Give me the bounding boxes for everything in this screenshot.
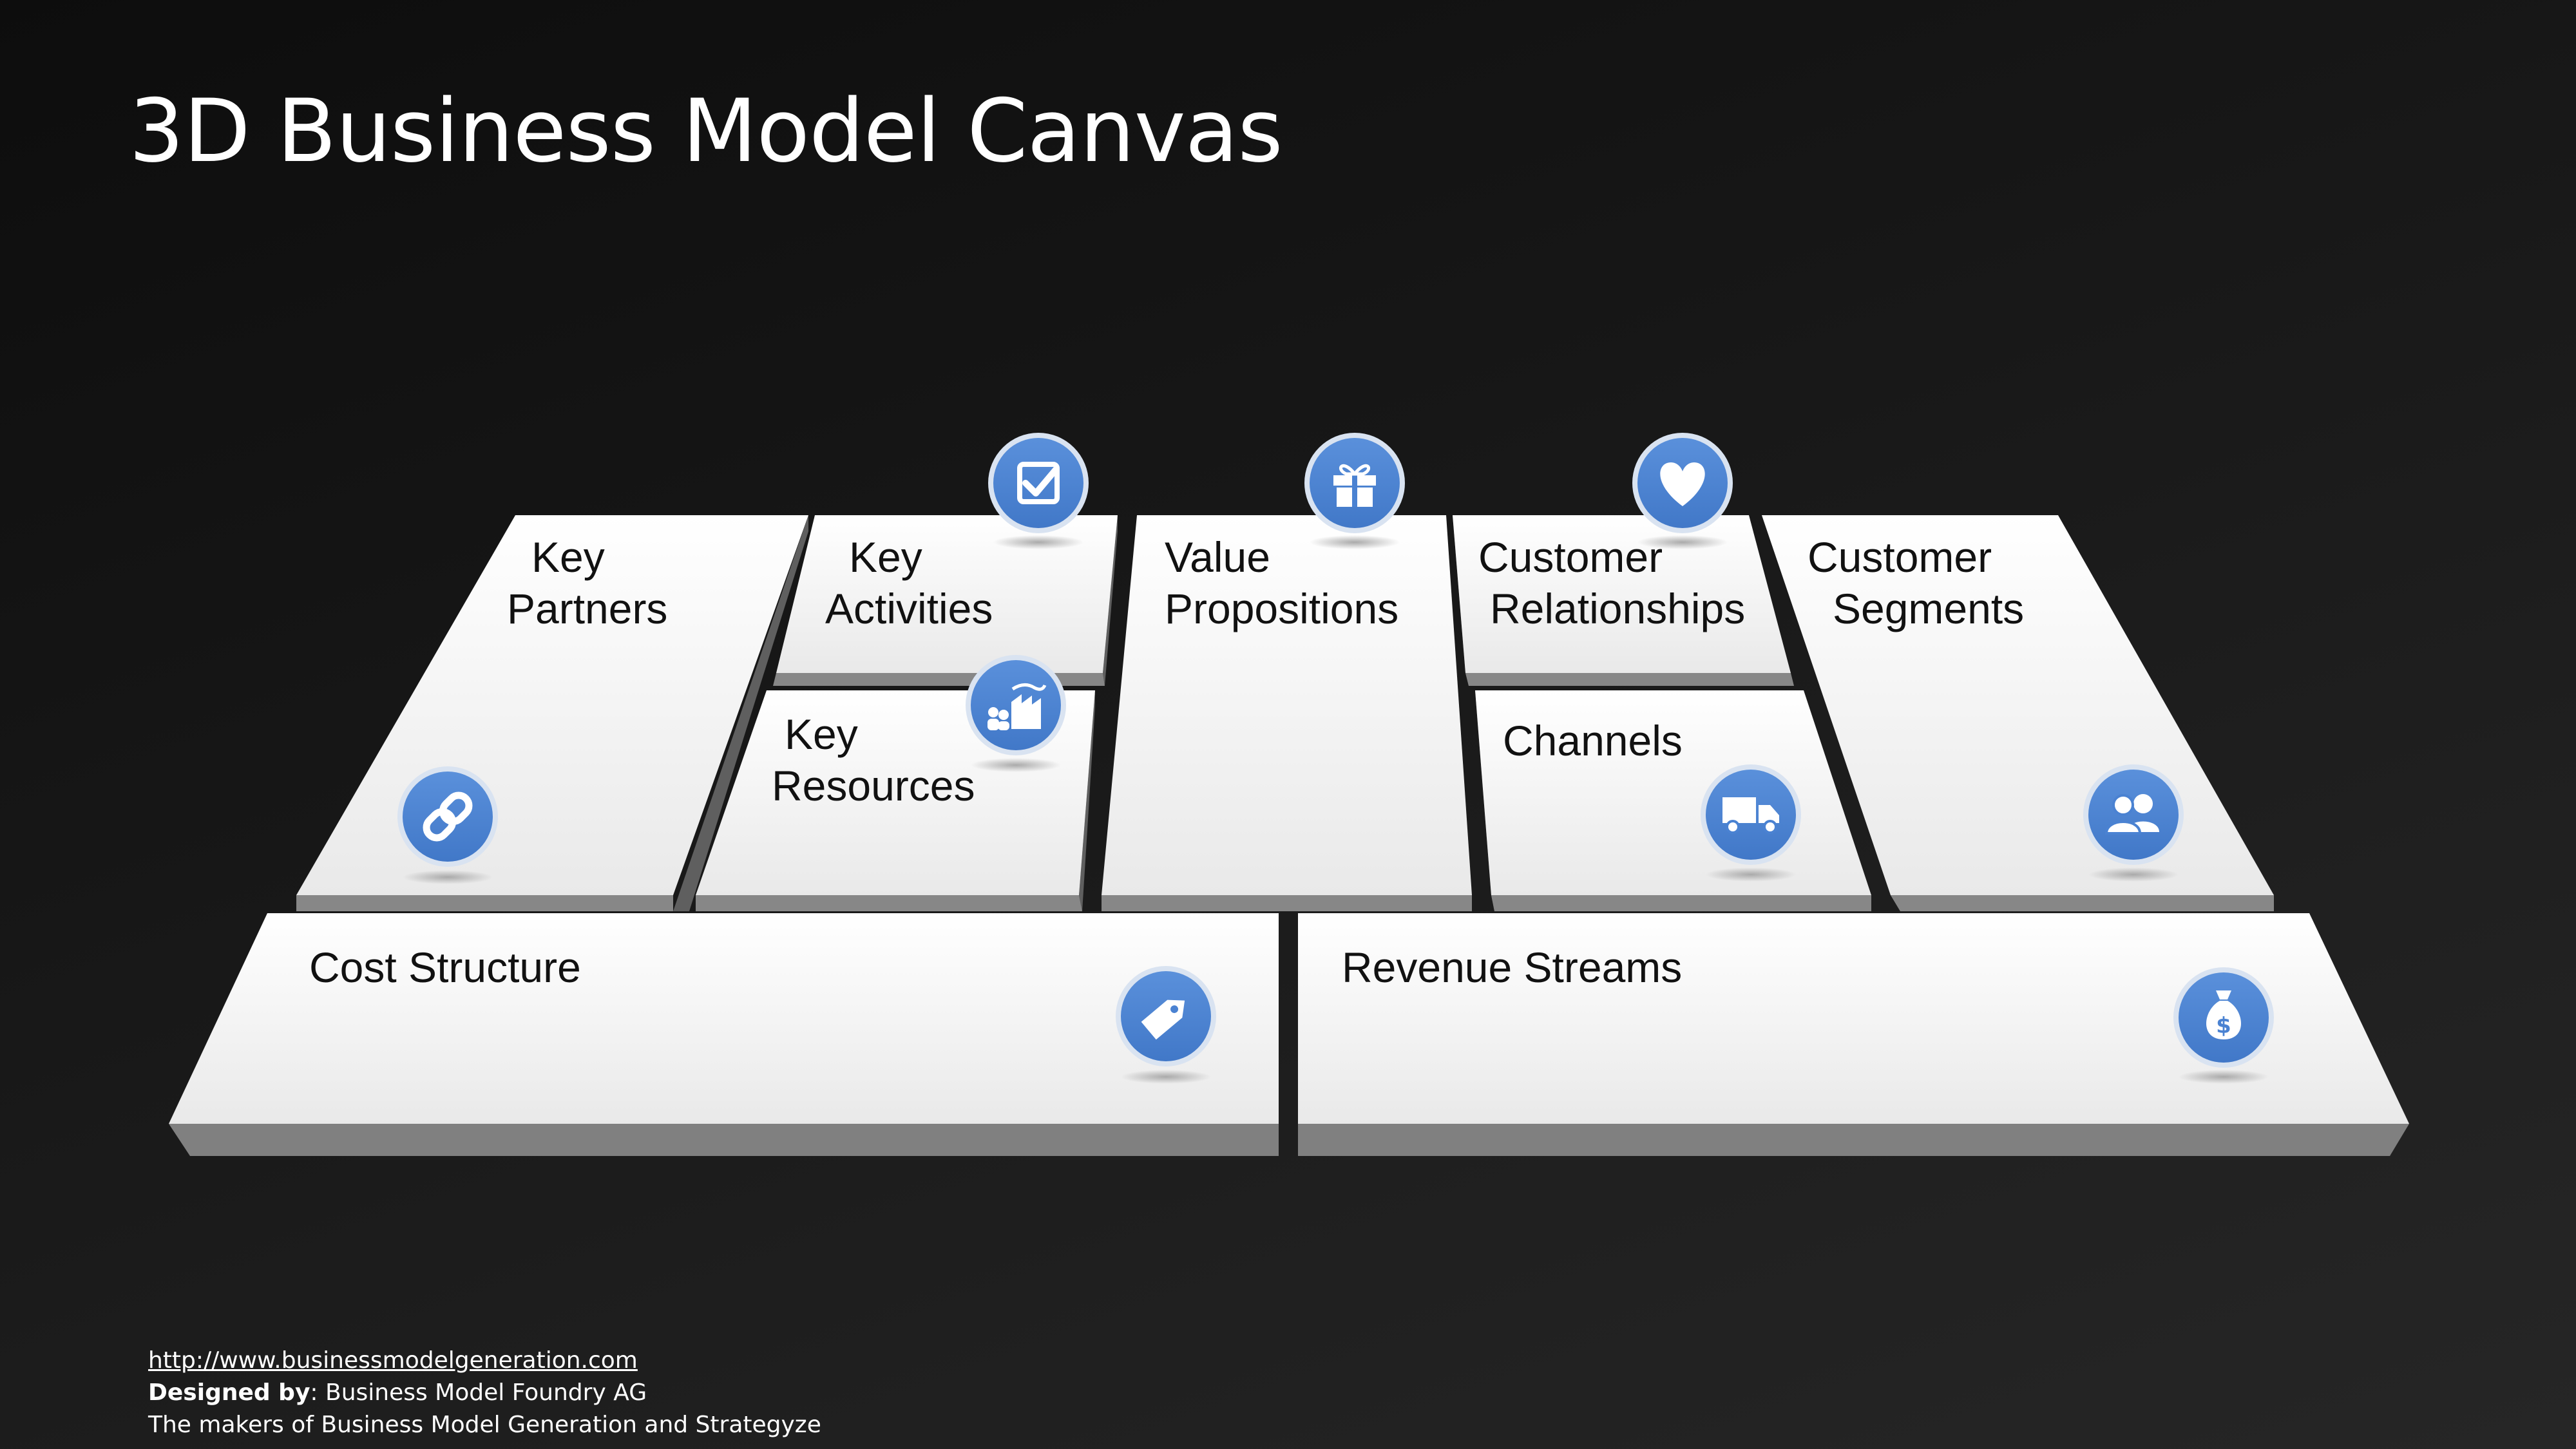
revenue-streams-label: Revenue Streams bbox=[1342, 943, 1682, 991]
key-resources-line2: Resources bbox=[772, 762, 975, 810]
footer-makers: The makers of Business Model Generation … bbox=[148, 1412, 821, 1438]
checkbox-icon bbox=[988, 433, 1089, 549]
heart-icon bbox=[1632, 433, 1733, 549]
customer-segments-line1: Customer bbox=[1808, 533, 1992, 581]
block-value-propositions[interactable]: Value Propositions bbox=[1102, 515, 1472, 911]
truck-icon bbox=[1701, 764, 1801, 882]
svg-text:$: $ bbox=[2216, 1013, 2231, 1039]
key-partners-line1: Key bbox=[531, 533, 605, 581]
cost-structure-label: Cost Structure bbox=[309, 943, 581, 991]
footer: http://www.businessmodelgeneration.com D… bbox=[148, 1345, 821, 1441]
footer-designed-label: Designed by bbox=[148, 1379, 310, 1406]
footer-url-link[interactable]: http://www.businessmodelgeneration.com bbox=[148, 1347, 638, 1374]
gift-icon bbox=[1304, 433, 1405, 549]
key-resources-line1: Key bbox=[785, 710, 858, 758]
block-key-activities[interactable]: Key Activities bbox=[773, 515, 1118, 686]
users-icon bbox=[2083, 764, 2184, 882]
key-partners-line2: Partners bbox=[507, 585, 667, 632]
value-propositions-line2: Propositions bbox=[1165, 585, 1398, 632]
block-customer-relationships[interactable]: Customer Relationships bbox=[1453, 515, 1794, 686]
factory-icon bbox=[966, 655, 1066, 772]
footer-designed-value: : Business Model Foundry AG bbox=[310, 1379, 647, 1406]
customer-segments-line2: Segments bbox=[1833, 585, 2024, 632]
page-title: 3D Business Model Canvas bbox=[129, 80, 1283, 182]
price-tag-icon bbox=[1116, 966, 1216, 1084]
block-revenue-streams[interactable]: Revenue Streams bbox=[1298, 913, 2409, 1156]
block-cost-structure[interactable]: Cost Structure bbox=[169, 913, 1279, 1156]
footer-designed-by: Designed by: Business Model Foundry AG bbox=[148, 1377, 821, 1409]
link-icon bbox=[397, 766, 498, 884]
block-channels[interactable]: Channels bbox=[1475, 690, 1871, 911]
customer-relationships-line2: Relationships bbox=[1490, 585, 1745, 632]
key-activities-line1: Key bbox=[849, 533, 922, 581]
money-bag-icon: $ bbox=[2173, 967, 2274, 1084]
customer-relationships-line1: Customer bbox=[1478, 533, 1663, 581]
value-propositions-line1: Value bbox=[1165, 533, 1270, 581]
key-activities-line2: Activities bbox=[825, 585, 993, 632]
channels-label: Channels bbox=[1503, 717, 1683, 764]
